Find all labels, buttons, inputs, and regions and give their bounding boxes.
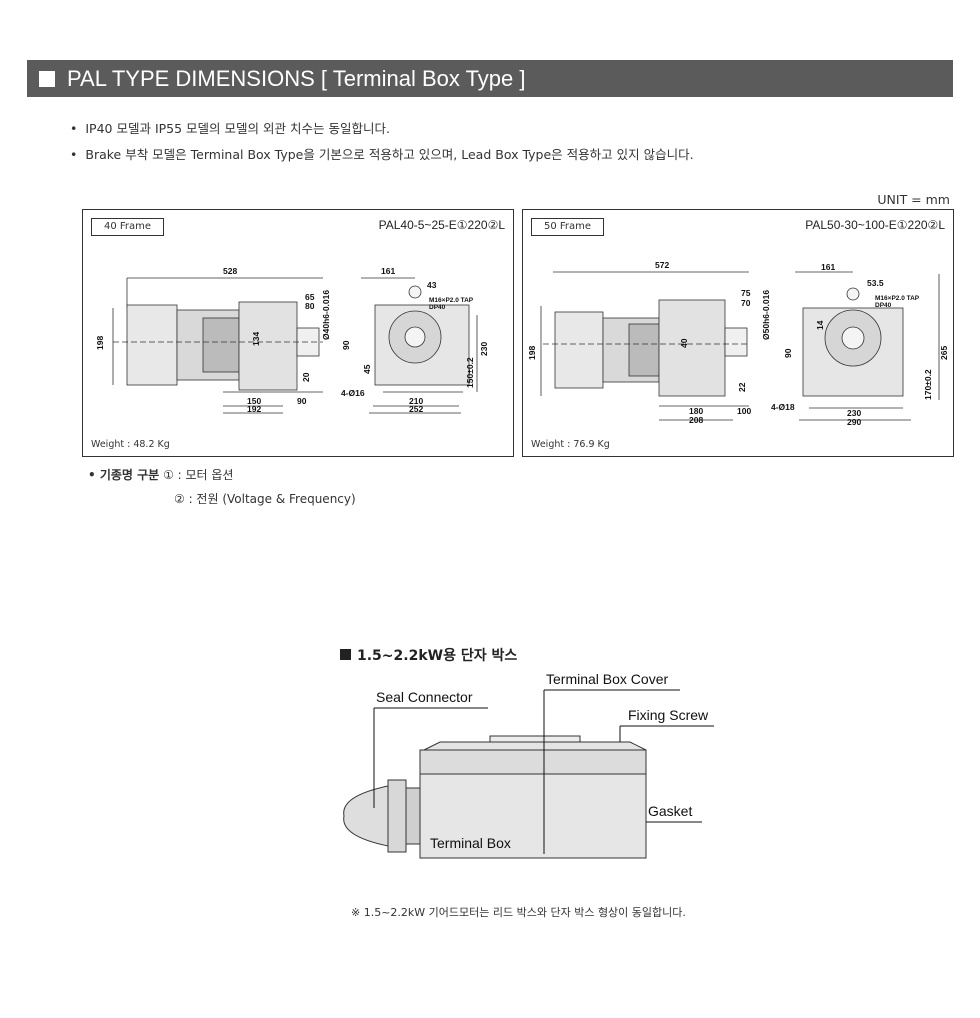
- dim-20: 20: [301, 372, 311, 382]
- dim-70: 70: [741, 298, 751, 308]
- frame-tag: 40 Frame: [91, 218, 165, 236]
- dim-230: 230: [479, 342, 489, 356]
- dim-192: 192: [247, 404, 261, 414]
- dim-tap: M16×P2.0 TAP: [875, 295, 920, 302]
- terminal-box-title-text: 1.5~2.2kW용 단자 박스: [357, 648, 518, 664]
- dim-90b: 90: [341, 340, 351, 350]
- dim-depth: DP40: [429, 304, 446, 311]
- dim-290: 290: [847, 417, 861, 427]
- dim-43: 43: [427, 280, 437, 290]
- dim-90: 90: [297, 396, 307, 406]
- dim-tap: M16×P2.0 TAP: [429, 297, 474, 304]
- dim-252: 252: [409, 404, 423, 414]
- square-bullet-icon: [39, 70, 55, 87]
- weight-label: Weight : 48.2 Kg: [91, 439, 170, 450]
- terminal-box-drawing: Seal Connector Terminal Box Cover Fixing…: [343, 671, 714, 859]
- dim-body: 134: [251, 332, 261, 346]
- note-item: Brake 부착 모델은 Terminal Box Type을 기본으로 적용하…: [70, 142, 693, 168]
- frame-50-panel: 50 Frame PAL50-30~100-E①220②L 572 198 40…: [522, 209, 954, 457]
- callout-gasket: Gasket: [648, 803, 692, 819]
- model-code: PAL50-30~100-E①220②L: [805, 218, 945, 232]
- dim-shaft: Ø40h6-0.016: [321, 290, 331, 340]
- terminal-box-footnote: ※ 1.5~2.2kW 기어드모터는 리드 박스와 단자 박스 형상이 동일합니…: [351, 906, 686, 919]
- dim-overall: 528: [223, 266, 237, 276]
- dim-hole: 4-Ø16: [341, 388, 365, 398]
- frame-40-panel: 40 Frame PAL40-5~25-E①220②L: [82, 209, 514, 457]
- dim-150: 150: [247, 396, 261, 406]
- frame-tag: 50 Frame: [531, 218, 605, 236]
- terminal-box-title: 1.5~2.2kW용 단자 박스: [340, 645, 517, 665]
- model-code: PAL40-5~25-E①220②L: [378, 218, 505, 232]
- callout-fixing-screw: Fixing Screw: [628, 707, 709, 723]
- dim-14: 14: [815, 320, 825, 330]
- note-item: IP40 모델과 IP55 모델의 모델의 외관 치수는 동일합니다.: [70, 116, 694, 142]
- dim-100: 100: [737, 406, 751, 416]
- dim-53: 53.5: [867, 278, 884, 288]
- callout-seal-connector: Seal Connector: [376, 689, 473, 705]
- section-header: PAL TYPE DIMENSIONS [ Terminal Box Type …: [27, 60, 953, 97]
- dim-depth: DP40: [875, 302, 892, 309]
- dim-22: 22: [737, 382, 747, 392]
- dim-width: 161: [821, 262, 835, 272]
- dim-65: 65: [305, 292, 315, 302]
- dim-230: 230: [847, 408, 861, 418]
- frame-50-drawing: 572 198 40 75 70 Ø50h6-0.016 22 180 100 …: [527, 260, 949, 427]
- dim-75: 75: [741, 288, 751, 298]
- frame-40-drawing: 528 198 134 65 80 Ø40h6-0.016 20 150 90 …: [95, 266, 489, 414]
- legend-item-2: ② : 전원 (Voltage & Frequency): [174, 492, 356, 506]
- dim-overall: 572: [655, 260, 669, 270]
- callout-terminal-box: Terminal Box: [430, 835, 511, 851]
- dim-265: 265: [939, 346, 949, 360]
- dim-80: 80: [305, 301, 315, 311]
- dim-center: 170±0.2: [923, 369, 933, 400]
- dim-height: 198: [95, 336, 105, 350]
- unit-label: UNIT = mm: [877, 192, 950, 207]
- dim-body: 40: [679, 338, 689, 348]
- dim-height: 198: [527, 346, 537, 360]
- weight-label: Weight : 76.9 Kg: [531, 439, 610, 450]
- model-code-legend: • 기종명 구분 ① : 모터 옵션 ② : 전원 (Voltage & Fre…: [88, 466, 356, 506]
- square-bullet-icon: [340, 649, 351, 660]
- notes-list: IP40 모델과 IP55 모델의 모델의 외관 치수는 동일합니다. Brak…: [70, 116, 694, 168]
- dim-210: 210: [409, 396, 423, 406]
- dim-hole: 4-Ø18: [771, 402, 795, 412]
- dim-width: 161: [381, 266, 395, 276]
- callout-terminal-box-cover: Terminal Box Cover: [546, 671, 668, 687]
- dim-center: 150±0.2: [465, 357, 475, 388]
- dim-90b: 90: [783, 348, 793, 358]
- dim-180: 180: [689, 406, 703, 416]
- legend-item-1: ① : 모터 옵션: [163, 468, 234, 482]
- dim-208: 208: [689, 415, 703, 425]
- legend-label: • 기종명 구분: [88, 468, 160, 482]
- section-title: PAL TYPE DIMENSIONS [ Terminal Box Type …: [67, 65, 526, 91]
- dim-shaft: Ø50h6-0.016: [761, 290, 771, 340]
- dim-45: 45: [362, 364, 372, 374]
